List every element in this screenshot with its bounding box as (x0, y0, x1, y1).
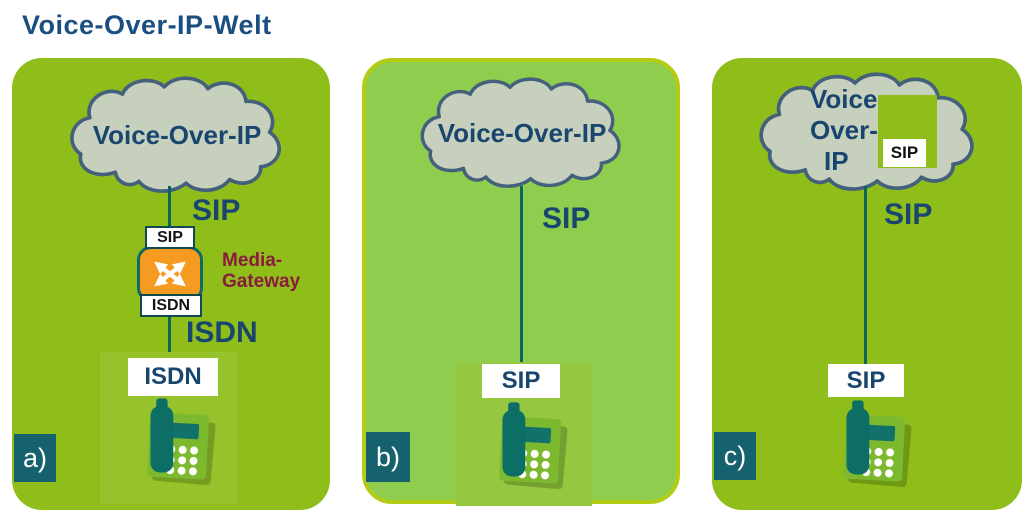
cloud-label-c-line2: Over- (810, 115, 878, 145)
panel-b: Voice-Over-IP SIP SIP b) (362, 58, 680, 506)
sip-link-label-a: SIP (192, 194, 241, 227)
phone-icon-b (499, 402, 568, 490)
endpoint-label-box-a: ISDN (128, 358, 218, 396)
isdn-link-label-a: ISDN (186, 316, 258, 349)
panel-c: Voice- Over- IP SIP SIP SIP c) (712, 58, 1022, 510)
sip-link-label-c: SIP (884, 198, 933, 231)
voip-cloud-a: Voice-Over-IP (62, 76, 292, 194)
panel-label-c: c) (714, 432, 756, 480)
gateway-name-line1: Media- (222, 250, 283, 271)
panel-label-a: a) (14, 434, 56, 482)
cloud-label-a: Voice-Over-IP (92, 119, 262, 150)
crossed-arrows-icon (154, 261, 186, 287)
connection-line-c (864, 186, 867, 364)
gateway-sip-port: SIP (145, 226, 195, 249)
cloud-label-c: Voice- Over- IP (752, 72, 984, 192)
voip-cloud-c: Voice- Over- IP (752, 72, 984, 192)
connection-line-b (520, 186, 523, 368)
cloud-label-c-line3: IP (824, 146, 849, 176)
media-gateway (137, 246, 203, 302)
cloud-label-c-line1: Voice- (810, 84, 887, 114)
cloud-inner-sip-box: SIP (883, 139, 926, 167)
gateway-name: Media- Gateway (222, 250, 300, 292)
phone-icon-c (843, 400, 912, 488)
voip-cloud-b: Voice-Over-IP (410, 77, 634, 189)
endpoint-label-box-c: SIP (828, 364, 904, 397)
panel-label-b: b) (366, 432, 410, 482)
cloud-label-b: Voice-Over-IP (437, 117, 607, 148)
panel-a: Voice-Over-IP SIP SIP Media- Gateway ISD… (12, 58, 330, 510)
page-title: Voice-Over-IP-Welt (22, 10, 272, 40)
phone-icon-a (147, 398, 216, 486)
gateway-name-line2: Gateway (222, 271, 301, 292)
endpoint-label-box-b: SIP (482, 364, 560, 398)
sip-link-label-b: SIP (542, 202, 591, 235)
gateway-isdn-port: ISDN (140, 294, 202, 317)
